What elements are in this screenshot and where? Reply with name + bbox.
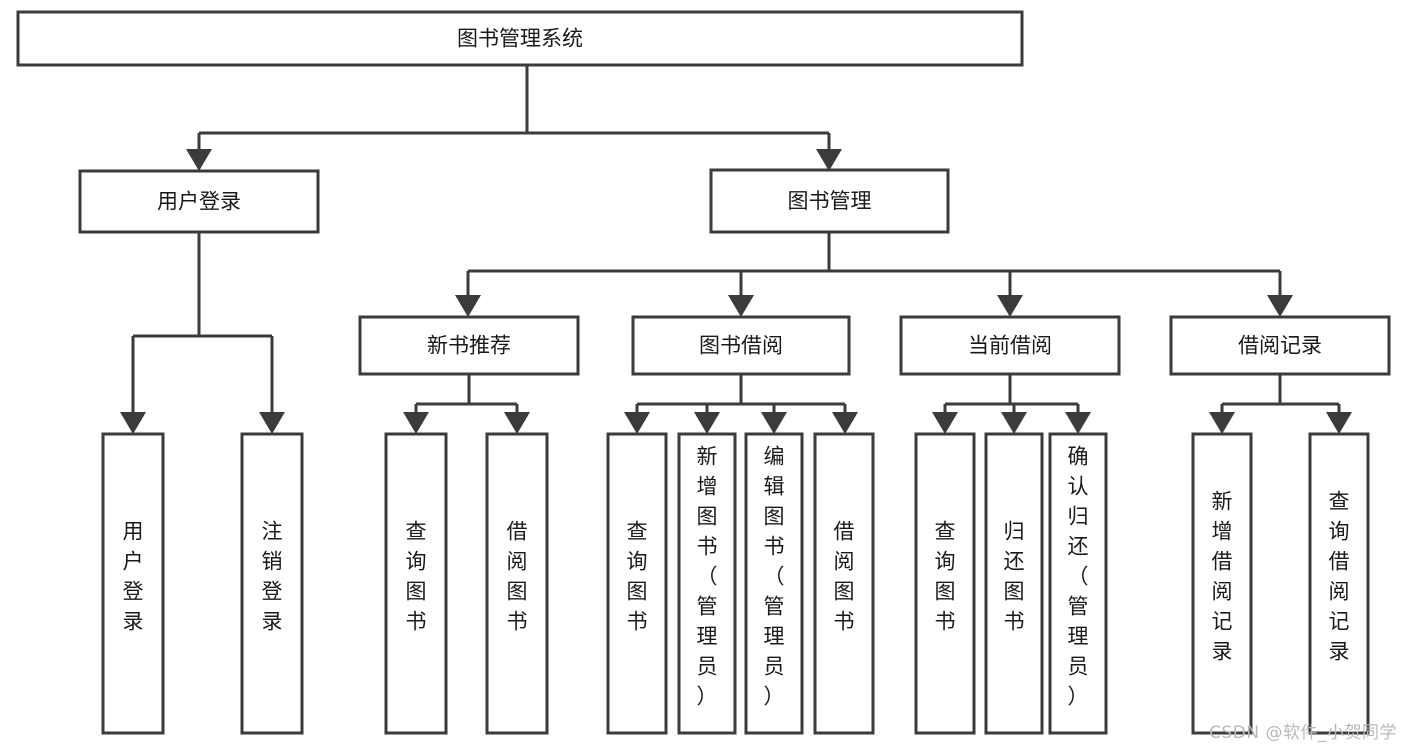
node-leaf-新增借阅记录[interactable]: 新增借阅记录 bbox=[1191, 432, 1253, 735]
node-label: 借阅记录 bbox=[1238, 334, 1322, 358]
node-box bbox=[677, 432, 737, 735]
node-label: 编辑图书（管理员） bbox=[764, 445, 785, 709]
node-box bbox=[709, 168, 950, 234]
node-label: 新增图书（管理员） bbox=[697, 445, 718, 709]
node-label: 新增借阅记录 bbox=[1212, 490, 1233, 664]
connector-layer bbox=[120, 65, 1352, 434]
connector-user-login-to-leaves bbox=[120, 232, 285, 434]
node-label: 借阅图书 bbox=[834, 520, 855, 634]
arrowhead-icon bbox=[761, 412, 787, 434]
node-label: 用户登录 bbox=[157, 190, 241, 214]
node-box bbox=[914, 432, 976, 735]
node-root-图书管理系统[interactable]: 图书管理系统 bbox=[16, 10, 1024, 67]
node-label: 归还图书 bbox=[1004, 520, 1025, 634]
node-leaf-新增图书管理员[interactable]: 新增图书（管理员） bbox=[677, 432, 737, 735]
node-box bbox=[606, 432, 668, 735]
node-box bbox=[384, 432, 448, 735]
node-box bbox=[744, 432, 804, 735]
node-box bbox=[631, 315, 851, 376]
connector-book-manage-to-level3 bbox=[455, 232, 1293, 317]
node-box bbox=[358, 315, 580, 376]
node-level3-图书借阅[interactable]: 图书借阅 bbox=[631, 315, 851, 376]
connector-records-to-leaves bbox=[1209, 374, 1352, 434]
arrowhead-icon bbox=[997, 295, 1023, 317]
arrowhead-icon bbox=[504, 412, 530, 434]
node-box bbox=[984, 432, 1044, 735]
node-level2-用户登录[interactable]: 用户登录 bbox=[78, 169, 320, 234]
node-leaf-确认归还管理员[interactable]: 确认归还（管理员） bbox=[1048, 432, 1108, 735]
arrowhead-icon bbox=[120, 412, 146, 434]
node-leaf-借阅图书[interactable]: 借阅图书 bbox=[813, 432, 875, 735]
node-level2-图书管理[interactable]: 图书管理 bbox=[709, 168, 950, 234]
node-label: 图书管理系统 bbox=[457, 27, 583, 51]
node-label: 当前借阅 bbox=[968, 334, 1052, 358]
node-box bbox=[813, 432, 875, 735]
node-box bbox=[78, 169, 320, 234]
node-label: 查询图书 bbox=[935, 520, 956, 634]
node-label: 新书推荐 bbox=[427, 334, 511, 358]
node-leaf-借阅图书[interactable]: 借阅图书 bbox=[485, 432, 549, 735]
node-box bbox=[899, 315, 1121, 376]
node-leaf-查询图书[interactable]: 查询图书 bbox=[384, 432, 448, 735]
node-label: 查询借阅记录 bbox=[1329, 490, 1350, 664]
connector-new-book-to-leaves bbox=[403, 374, 530, 434]
node-leaf-查询借阅记录[interactable]: 查询借阅记录 bbox=[1308, 432, 1370, 735]
node-box bbox=[1169, 315, 1391, 376]
arrowhead-icon bbox=[816, 149, 842, 171]
arrowhead-icon bbox=[694, 412, 720, 434]
node-label: 确认归还（管理员） bbox=[1068, 445, 1089, 709]
csdn-watermark: CSDN @软件_小贺同学 bbox=[1209, 723, 1397, 743]
arrowhead-icon bbox=[1209, 412, 1235, 434]
node-label: 图书借阅 bbox=[699, 334, 783, 358]
node-label: 图书管理 bbox=[788, 189, 872, 213]
node-level3-借阅记录[interactable]: 借阅记录 bbox=[1169, 315, 1391, 376]
arrowhead-icon bbox=[728, 295, 754, 317]
node-leaf-注销登录[interactable]: 注销登录 bbox=[240, 432, 304, 735]
arrowhead-icon bbox=[1065, 412, 1091, 434]
arrowhead-icon bbox=[1001, 412, 1027, 434]
connector-current-borrow-to-leaves bbox=[932, 374, 1091, 434]
node-label: 查询图书 bbox=[627, 520, 648, 634]
connector-root-to-level2 bbox=[186, 65, 842, 171]
arrowhead-icon bbox=[455, 295, 481, 317]
arrowhead-icon bbox=[624, 412, 650, 434]
node-level3-新书推荐[interactable]: 新书推荐 bbox=[358, 315, 580, 376]
node-box bbox=[240, 432, 304, 735]
node-leaf-编辑图书管理员[interactable]: 编辑图书（管理员） bbox=[744, 432, 804, 735]
arrowhead-icon bbox=[932, 412, 958, 434]
node-box bbox=[1191, 432, 1253, 735]
arrowhead-icon bbox=[403, 412, 429, 434]
node-box bbox=[485, 432, 549, 735]
node-leaf-查询图书[interactable]: 查询图书 bbox=[914, 432, 976, 735]
node-box bbox=[16, 10, 1024, 67]
node-label: 用户登录 bbox=[123, 520, 144, 634]
node-leaf-用户登录[interactable]: 用户登录 bbox=[101, 432, 165, 735]
node-box bbox=[1308, 432, 1370, 735]
arrowhead-icon bbox=[186, 149, 212, 171]
arrowhead-icon bbox=[832, 412, 858, 434]
node-leaf-查询图书[interactable]: 查询图书 bbox=[606, 432, 668, 735]
node-level3-当前借阅[interactable]: 当前借阅 bbox=[899, 315, 1121, 376]
arrowhead-icon bbox=[1267, 295, 1293, 317]
connector-borrow-to-leaves bbox=[624, 374, 858, 434]
node-label: 借阅图书 bbox=[507, 520, 528, 634]
node-leaf-归还图书[interactable]: 归还图书 bbox=[984, 432, 1044, 735]
node-box bbox=[1048, 432, 1108, 735]
arrowhead-icon bbox=[259, 412, 285, 434]
node-box bbox=[101, 432, 165, 735]
node-label: 注销登录 bbox=[262, 520, 283, 634]
arrowhead-icon bbox=[1326, 412, 1352, 434]
node-label: 查询图书 bbox=[406, 520, 427, 634]
